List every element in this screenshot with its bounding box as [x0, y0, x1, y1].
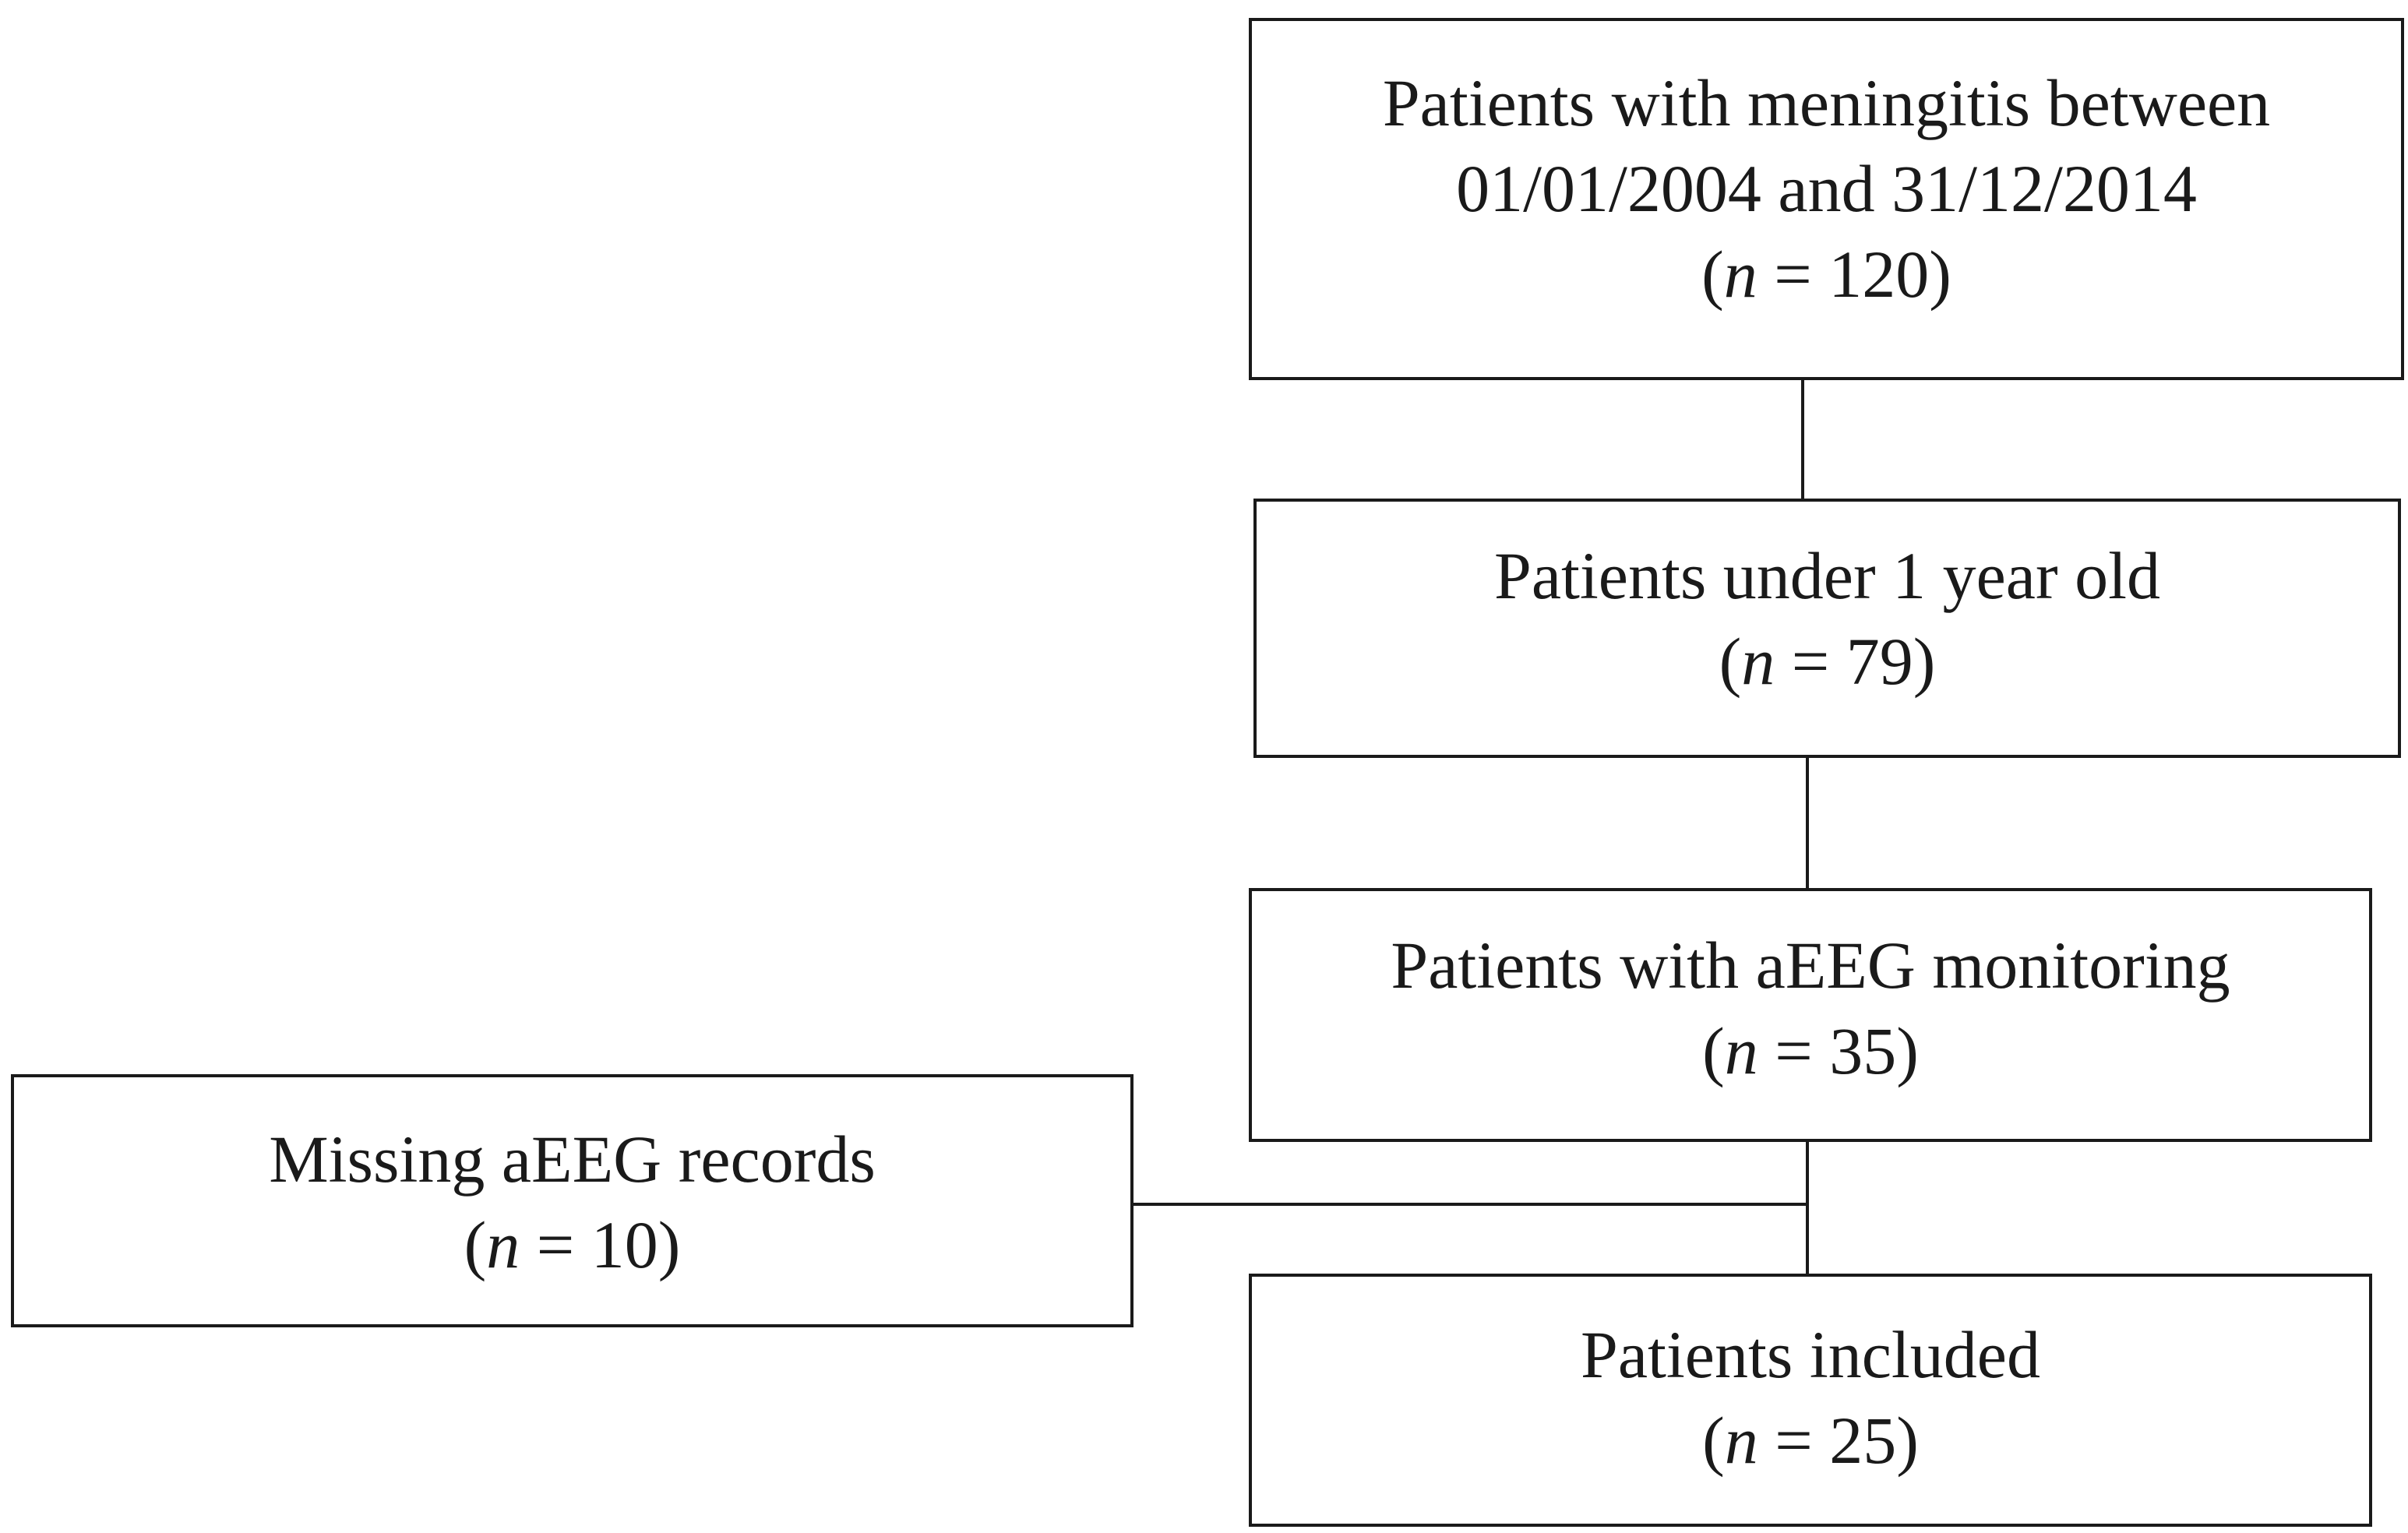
connector-meningitis-to-under1	[1801, 380, 1804, 499]
connector-under1-to-aeeg	[1806, 758, 1809, 888]
box-label: Patients included	[1581, 1317, 2040, 1392]
box-count: (n = 35)	[1702, 1013, 1919, 1088]
box-count: (n = 25)	[1702, 1403, 1919, 1478]
box-patients-under-1-year: Patients under 1 year old (n = 79)	[1253, 499, 2401, 758]
connector-aeeg-to-included	[1806, 1142, 1809, 1274]
box-label: Patients under 1 year old	[1493, 538, 2160, 613]
box-count: (n = 10)	[464, 1207, 681, 1282]
box-patients-with-meningitis: Patients with meningitis between 01/01/2…	[1249, 18, 2404, 380]
connector-exclusion-branch	[1133, 1203, 1807, 1206]
box-missing-aeeg-records: Missing aEEG records (n = 10)	[11, 1074, 1133, 1327]
box-patients-with-aeeg: Patients with aEEG monitoring (n = 35)	[1249, 888, 2372, 1142]
box-label: Patients with aEEG monitoring	[1391, 928, 2230, 1003]
box-date-range: 01/01/2004 and 31/12/2014	[1456, 151, 2197, 226]
box-count: (n = 79)	[1719, 624, 1936, 699]
box-label: Patients with meningitis between	[1382, 65, 2271, 140]
box-label: Missing aEEG records	[269, 1122, 876, 1196]
box-patients-included: Patients included (n = 25)	[1249, 1274, 2372, 1527]
box-count: (n = 120)	[1701, 237, 1951, 312]
